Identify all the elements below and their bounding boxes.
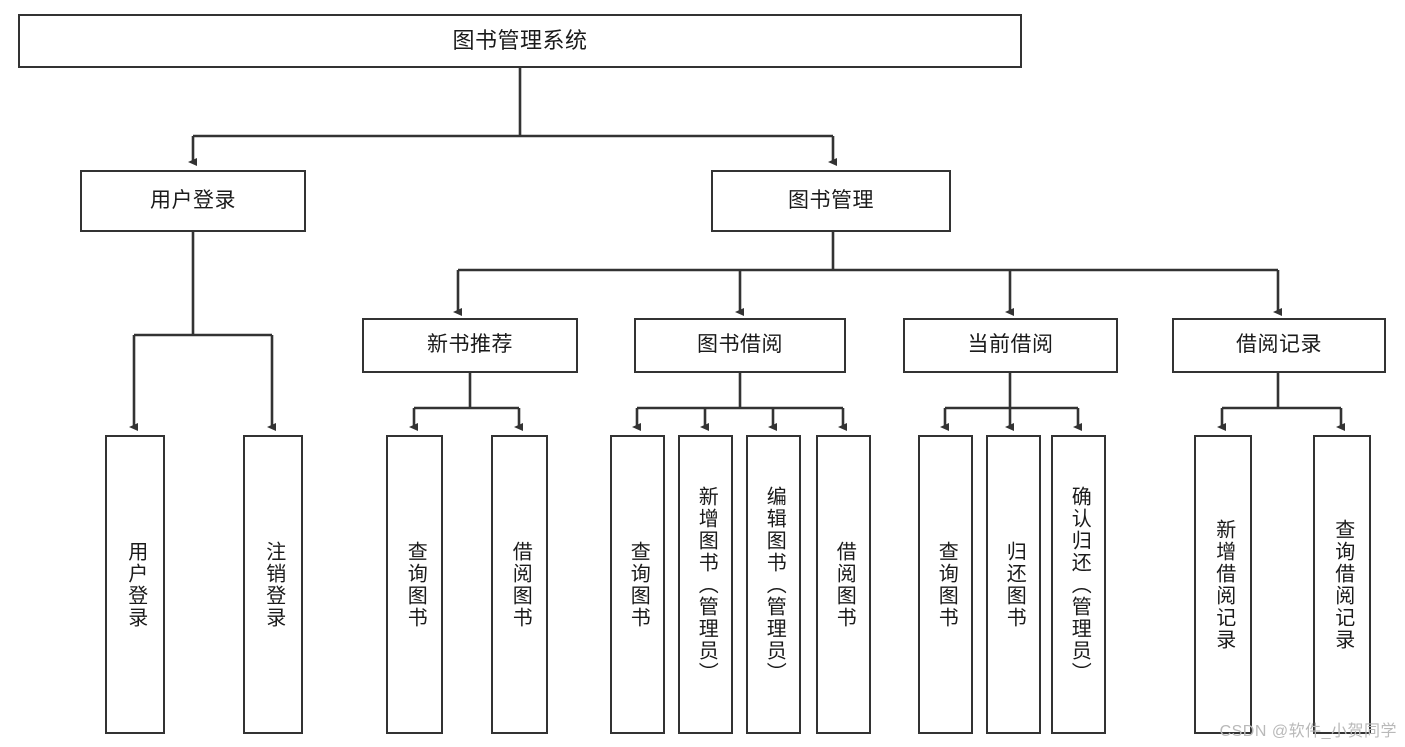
node-leaf-add-book-label: 新增图书（管理员） — [695, 485, 718, 684]
node-leaf-query-book-2-label: 查询图书 — [627, 540, 650, 629]
node-leaf-return-book-label: 归还图书 — [1003, 540, 1026, 629]
node-leaf-user-login[interactable]: 用户登录 — [105, 435, 165, 734]
node-leaf-add-book[interactable]: 新增图书（管理员） — [678, 435, 733, 734]
node-root-label: 图书管理系统 — [452, 28, 588, 54]
node-book-borrow-label: 图书借阅 — [697, 333, 783, 357]
node-user-login[interactable]: 用户登录 — [80, 170, 306, 232]
node-leaf-add-record[interactable]: 新增借阅记录 — [1194, 435, 1252, 734]
node-leaf-confirm-return[interactable]: 确认归还（管理员） — [1051, 435, 1106, 734]
node-leaf-borrow-book-1[interactable]: 借阅图书 — [491, 435, 548, 734]
node-leaf-add-record-label: 新增借阅记录 — [1212, 518, 1235, 651]
node-leaf-user-logout-label: 注销登录 — [262, 540, 285, 629]
node-new-book-recommend[interactable]: 新书推荐 — [362, 318, 578, 373]
node-leaf-borrow-book-1-label: 借阅图书 — [509, 540, 532, 629]
node-borrow-record-label: 借阅记录 — [1236, 333, 1322, 357]
node-leaf-query-book-3-label: 查询图书 — [935, 540, 958, 629]
node-leaf-query-book-1-label: 查询图书 — [404, 540, 427, 629]
node-leaf-query-record[interactable]: 查询借阅记录 — [1313, 435, 1371, 734]
node-book-borrow[interactable]: 图书借阅 — [634, 318, 846, 373]
node-leaf-edit-book[interactable]: 编辑图书（管理员） — [746, 435, 801, 734]
node-leaf-query-book-3[interactable]: 查询图书 — [918, 435, 973, 734]
node-leaf-user-logout[interactable]: 注销登录 — [243, 435, 303, 734]
node-user-login-label: 用户登录 — [150, 188, 236, 212]
node-current-borrow[interactable]: 当前借阅 — [903, 318, 1118, 373]
node-book-management-label: 图书管理 — [788, 188, 874, 212]
node-leaf-borrow-book-2[interactable]: 借阅图书 — [816, 435, 871, 734]
node-borrow-record[interactable]: 借阅记录 — [1172, 318, 1386, 373]
node-leaf-return-book[interactable]: 归还图书 — [986, 435, 1041, 734]
node-leaf-user-login-label: 用户登录 — [124, 540, 147, 629]
node-current-borrow-label: 当前借阅 — [967, 333, 1054, 357]
node-leaf-query-record-label: 查询借阅记录 — [1331, 518, 1354, 651]
node-book-management[interactable]: 图书管理 — [711, 170, 951, 232]
node-new-book-recommend-label: 新书推荐 — [427, 333, 513, 357]
node-leaf-borrow-book-2-label: 借阅图书 — [833, 540, 856, 629]
node-leaf-query-book-1[interactable]: 查询图书 — [386, 435, 443, 734]
node-leaf-query-book-2[interactable]: 查询图书 — [610, 435, 665, 734]
node-leaf-edit-book-label: 编辑图书（管理员） — [763, 485, 786, 684]
node-root[interactable]: 图书管理系统 — [18, 14, 1022, 68]
node-leaf-confirm-return-label: 确认归还（管理员） — [1068, 485, 1091, 684]
